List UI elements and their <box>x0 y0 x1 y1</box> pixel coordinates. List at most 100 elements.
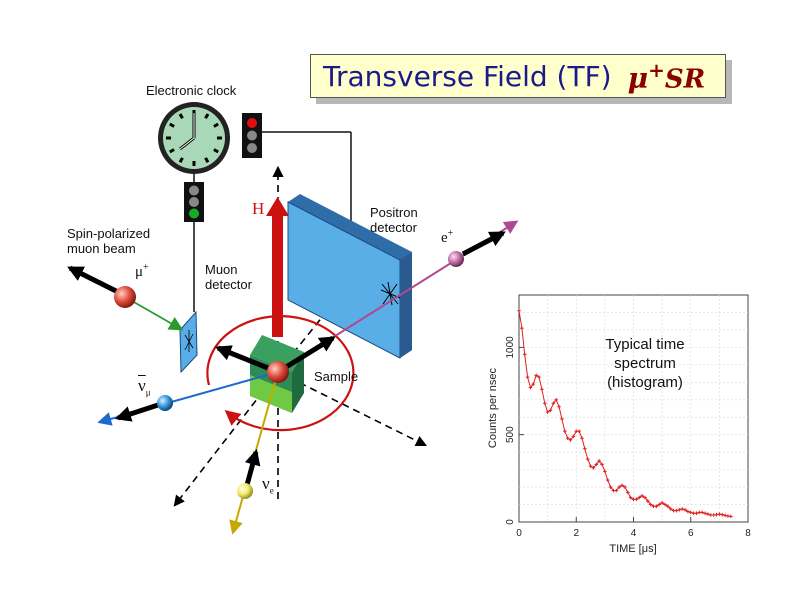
x-tick-label: 6 <box>688 528 694 539</box>
title-mu: μ <box>627 61 649 95</box>
data-point <box>605 478 610 482</box>
data-point <box>522 352 527 357</box>
spin-polarized-line2: muon beam <box>67 241 136 256</box>
clock-icon <box>158 102 230 174</box>
data-point <box>554 397 559 402</box>
data-point <box>620 483 624 488</box>
data-point <box>637 495 642 500</box>
field-label: H <box>252 199 265 218</box>
data-point <box>657 502 662 507</box>
data-point <box>648 502 653 507</box>
data-point <box>580 436 584 440</box>
data-point <box>714 512 719 517</box>
chart-xlabel: TIME [μs] <box>609 543 656 555</box>
neutrino-sub: e <box>269 485 274 496</box>
data-point <box>723 513 727 518</box>
data-point <box>551 401 556 406</box>
spectrum-note-line2: spectrum <box>614 355 676 372</box>
data-point <box>591 466 596 470</box>
data-point <box>545 410 550 414</box>
data-point <box>588 464 593 468</box>
data-point <box>717 512 722 516</box>
spectrum-note-line1: Typical time <box>605 336 685 353</box>
x-tick-label: 4 <box>631 528 637 539</box>
data-point <box>686 509 690 514</box>
title-symbol: μ+SR <box>628 58 706 94</box>
data-point <box>597 459 601 463</box>
antineutrino-sub: μ <box>145 387 151 398</box>
positron-detector-line1: Positron <box>370 205 418 220</box>
sample-muon-ball <box>267 361 289 383</box>
data-point <box>677 507 682 512</box>
data-point <box>608 485 613 489</box>
data-point <box>654 504 659 509</box>
y-tick-label: 1000 <box>505 336 516 359</box>
data-point <box>683 507 687 512</box>
data-point <box>720 512 725 517</box>
data-point <box>565 436 570 440</box>
data-point <box>688 510 693 515</box>
data-point <box>623 485 627 489</box>
data-point <box>531 382 536 386</box>
spectrum-note: Typical time spectrum (histogram) <box>580 335 710 392</box>
spin-polarized-line1: Spin-polarized <box>67 226 151 241</box>
data-point <box>640 494 644 498</box>
data-point <box>600 462 604 467</box>
data-point <box>560 417 564 421</box>
x-tick-label: 8 <box>745 528 751 539</box>
muon-symbol: μ <box>135 264 144 280</box>
data-point <box>537 375 541 379</box>
x-tick-label: 2 <box>573 528 579 539</box>
data-point <box>563 429 567 433</box>
data-point <box>594 462 599 467</box>
title-sr: SR <box>664 64 706 95</box>
muon-ball <box>114 286 136 308</box>
muon-label: μ+ <box>135 262 149 281</box>
data-point <box>674 508 679 513</box>
y-tick-label: 0 <box>505 519 516 525</box>
electronic-clock-label: Electronic clock <box>146 83 237 98</box>
data-point <box>706 512 710 516</box>
data-point <box>614 488 619 493</box>
muon-detector-line2: detector <box>205 277 252 292</box>
chart-grid <box>519 295 748 522</box>
neutrino-ball <box>237 483 253 499</box>
neutrino-symbol: ν <box>262 474 270 493</box>
data-point <box>557 404 561 409</box>
spectrum-note-line3: (histogram) <box>607 374 683 391</box>
neutrino-label: νe <box>262 474 274 495</box>
spin-polarized-label: Spin-polarized muon beam <box>67 226 150 256</box>
y-tick-label: 500 <box>505 426 516 443</box>
spectrum-chart: 0 2 4 6 8 0 500 1000 TIME [μs] Counts per nsec <box>487 294 751 555</box>
data-point <box>568 438 573 442</box>
sample-label: Sample <box>314 369 359 384</box>
data-point <box>634 497 639 502</box>
data-point <box>703 511 707 516</box>
chart-points <box>517 308 733 519</box>
antineutrino-symbol: ν <box>138 376 146 395</box>
data-point <box>542 401 547 406</box>
data-point <box>617 485 621 489</box>
data-point <box>520 326 524 330</box>
data-point <box>583 446 587 451</box>
chart-ylabel: Counts per nsec <box>487 367 499 448</box>
antineutrino-label: νμ <box>138 376 151 397</box>
data-point <box>625 490 630 495</box>
wires <box>193 131 352 312</box>
traffic-light-top <box>242 113 262 158</box>
data-point <box>571 434 576 439</box>
positron-sup: + <box>447 228 454 239</box>
x-tick-label: 0 <box>516 528 522 539</box>
data-point <box>534 373 538 378</box>
muon-detector-label: Muon detector <box>205 262 252 292</box>
muon-sup: + <box>143 262 149 273</box>
precession-ring <box>206 315 355 432</box>
field-arrow <box>266 197 289 337</box>
traffic-light-bottom <box>184 182 204 222</box>
title-plus: + <box>648 57 665 82</box>
data-point <box>694 511 699 516</box>
muon-detector-line1: Muon <box>205 262 238 277</box>
data-point <box>729 514 733 519</box>
data-point <box>660 500 664 505</box>
